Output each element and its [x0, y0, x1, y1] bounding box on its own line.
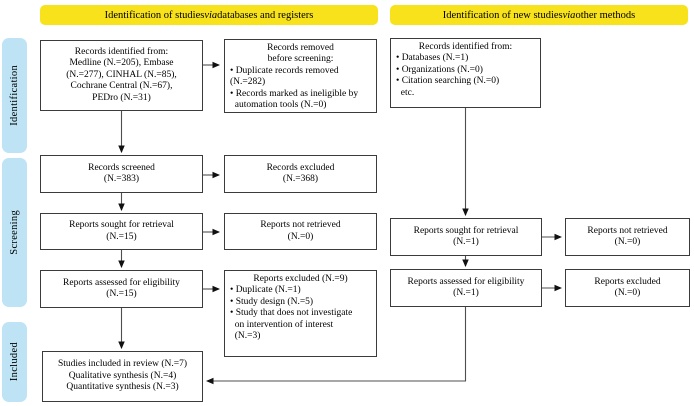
box-studies-included: Studies included in review (N.=7) Qualit… [42, 351, 203, 402]
box-title: Reports excluded (N.=9) [253, 274, 348, 284]
box-records-identified-databases: Records identified from: Medline (N.=205… [40, 40, 203, 111]
box-reports-excluded-reasons: Reports excluded (N.=9) • Duplicate (N.=… [224, 270, 377, 357]
box-reports-not-retrieved-databases: Reports not retrieved (N.=0) [224, 213, 377, 250]
box-reports-assessed-other: Reports assessed for eligibility (N.=1) [390, 269, 542, 307]
box-bullet-list: • Duplicate records removed (N.=282) • R… [230, 65, 359, 111]
header-text: other methods [575, 9, 636, 21]
header-text: Identification of studies [104, 9, 205, 21]
header-via-italic: via [204, 9, 218, 21]
header-via-italic: via [562, 9, 576, 21]
header-text: Identification of new studies [442, 9, 563, 21]
stage-identification: Identification [2, 38, 27, 153]
box-bullet-list: • Databases (N.=1) • Organizations (N.=0… [396, 53, 500, 98]
box-records-screened: Records screened (N.=383) [40, 155, 203, 193]
box-reports-sought-other: Reports sought for retrieval (N.=1) [390, 218, 542, 256]
box-records-excluded: Records excluded (N.=368) [224, 155, 377, 193]
header-other-methods: Identification of new studies via other … [390, 5, 688, 25]
stage-identification-label: Identification [9, 65, 20, 126]
header-text: databases and registers [217, 9, 314, 21]
box-title: Records removed before screening: [267, 43, 334, 65]
stage-included: Included [2, 322, 27, 402]
box-title: Records identified from: [418, 42, 513, 52]
box-reports-excluded-other: Reports excluded (N.=0) [565, 269, 690, 307]
stage-screening: Screening [2, 158, 27, 307]
box-records-removed: Records removed before screening: • Dupl… [224, 39, 377, 113]
box-records-identified-other: Records identified from: • Databases (N.… [390, 38, 541, 108]
stage-screening-label: Screening [9, 210, 20, 255]
box-reports-assessed-databases: Reports assessed for eligibility (N.=15) [40, 270, 203, 308]
box-bullet-list: • Duplicate (N.=1) • Study design (N.=5)… [230, 285, 353, 342]
stage-included-label: Included [9, 342, 20, 382]
box-reports-not-retrieved-other: Reports not retrieved (N.=0) [565, 218, 690, 256]
box-reports-sought-databases: Reports sought for retrieval (N.=15) [40, 213, 203, 250]
header-databases-registers: Identification of studies via databases … [40, 5, 378, 25]
